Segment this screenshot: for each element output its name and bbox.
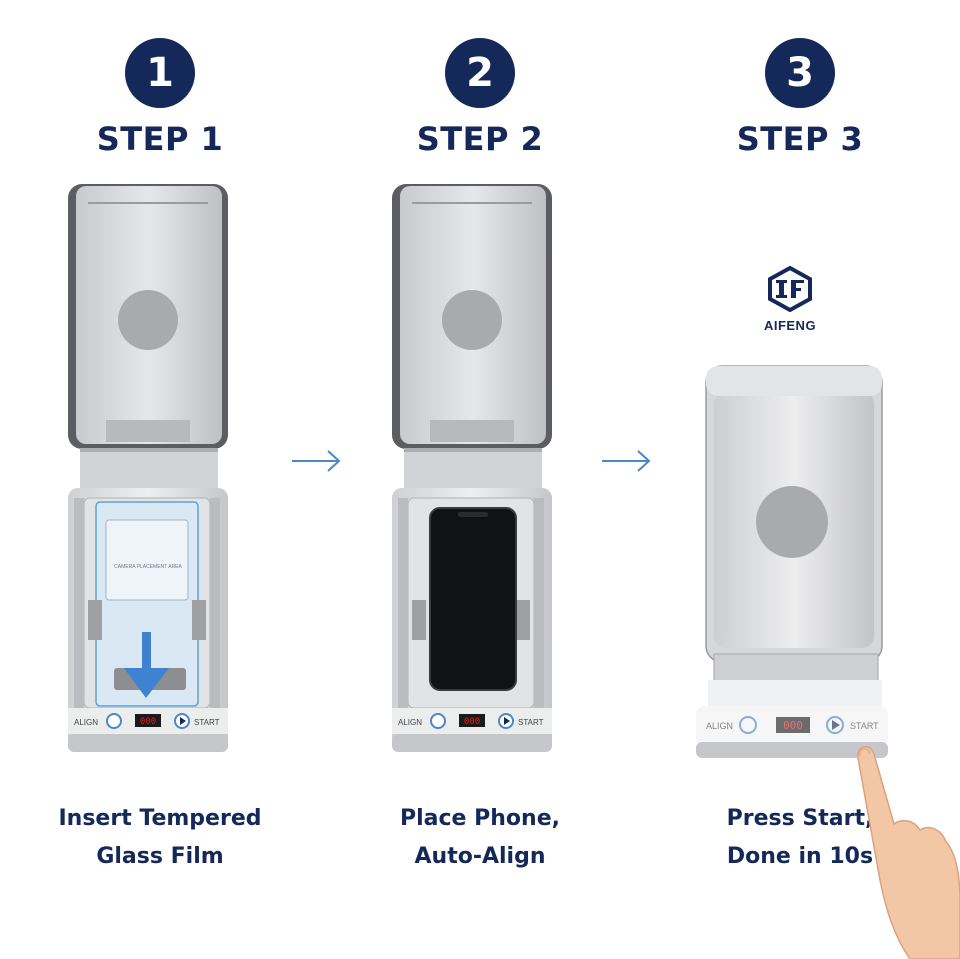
step-3-caption: Press Start, Done in 10s xyxy=(640,800,960,876)
step-3-caption-line2: Done in 10s xyxy=(726,844,874,869)
step-1-caption-line1: Insert Tempered xyxy=(58,806,262,831)
step-1-badge: 1 xyxy=(125,38,195,108)
arrow-right-icon xyxy=(290,448,342,478)
step-1: 1 STEP 1 Insert Tempered Glass Film xyxy=(0,0,320,959)
device-closed: ALIGN 000 START xyxy=(694,362,890,758)
svg-text:START: START xyxy=(518,718,544,727)
device-open-with-phone: ALIGN 000 START xyxy=(390,180,556,755)
brand-name: AIFENG xyxy=(763,318,817,333)
down-arrow-icon xyxy=(124,632,169,698)
step-3: 3 STEP 3 Press Start, Done in 10s xyxy=(640,0,960,959)
svg-text:ALIGN: ALIGN xyxy=(74,718,98,727)
step-2-title: STEP 2 xyxy=(416,120,544,158)
phone-icon xyxy=(429,507,517,691)
step-1-caption: Insert Tempered Glass Film xyxy=(0,800,320,876)
arrow-right-icon xyxy=(600,448,652,478)
svg-text:000: 000 xyxy=(140,717,156,727)
film-label: CAMERA PLACEMENT AREA xyxy=(114,564,182,570)
step-1-title: STEP 1 xyxy=(96,120,224,158)
step-2: 2 STEP 2 Place Phone, Auto-Align xyxy=(320,0,640,959)
step-3-caption-line1: Press Start, xyxy=(726,806,874,831)
brand-logo-icon xyxy=(768,265,812,313)
svg-text:ALIGN: ALIGN xyxy=(398,718,422,727)
step-3-title: STEP 3 xyxy=(736,120,864,158)
step-2-caption: Place Phone, Auto-Align xyxy=(320,800,640,876)
svg-text:000: 000 xyxy=(783,719,803,732)
step-3-badge: 3 xyxy=(765,38,835,108)
svg-text:START: START xyxy=(194,718,220,727)
step-2-caption-line2: Auto-Align xyxy=(414,844,546,869)
step-2-badge: 2 xyxy=(445,38,515,108)
step-2-caption-line1: Place Phone, xyxy=(400,806,560,831)
step-1-caption-line2: Glass Film xyxy=(96,844,224,869)
device-open-with-film: CAMERA PLACEMENT AREA ALIGN 000 START xyxy=(66,180,232,755)
svg-text:ALIGN: ALIGN xyxy=(706,721,733,731)
finger-icon xyxy=(850,740,960,959)
svg-text:START: START xyxy=(850,721,879,731)
brand-logo: AIFENG xyxy=(757,265,823,333)
svg-text:000: 000 xyxy=(464,717,480,727)
